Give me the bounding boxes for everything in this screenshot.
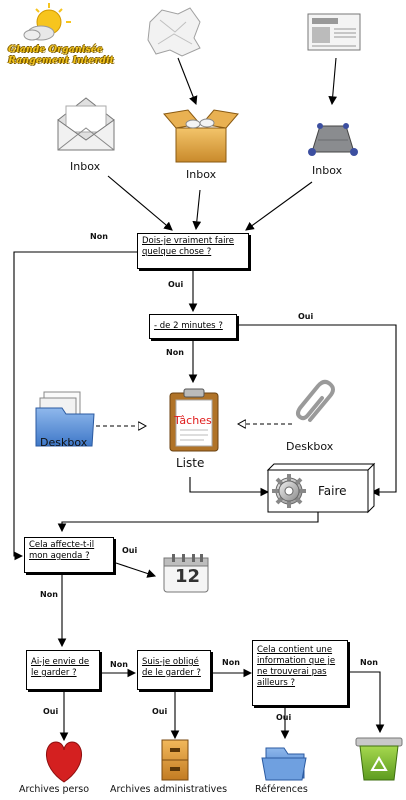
decision-keep: Ai-je envie de le garder ? [26, 650, 100, 690]
edge-label-oui: Oui [152, 707, 168, 716]
decision-agenda: Cela affecte-t-il mon agenda ? [24, 537, 114, 573]
logo-line1: Glande Organisée [8, 44, 103, 55]
dashed-arrows [96, 424, 292, 426]
calendar-icon [163, 554, 209, 593]
open-box-icon [163, 109, 239, 163]
document-folder-icon [35, 391, 95, 447]
deskbox-left-label: Deskbox [40, 436, 88, 449]
do-box-3d [266, 462, 376, 514]
arrow-list-to-do [189, 477, 270, 497]
edge-label-oui: Oui [43, 707, 59, 716]
arrows [13, 57, 397, 742]
arrow-info-non [349, 671, 385, 734]
inbox-tray-icon [308, 123, 358, 156]
paperclip-icon [296, 379, 335, 422]
archives-admin-label: Archives administratives [110, 784, 228, 795]
archives-perso-label: Archives perso [19, 784, 90, 795]
deskbox-right-label: Deskbox [286, 440, 334, 453]
arrow-paper-to-box [177, 57, 198, 106]
open-envelope-icon [57, 97, 115, 151]
inbox-label-1: Inbox [70, 160, 101, 173]
edge-label-non: Non [166, 348, 184, 357]
arrow-really-non [13, 251, 137, 561]
do-label: Faire [318, 484, 347, 498]
arrow-do-to-agenda [57, 512, 319, 533]
edge-label-non: Non [90, 232, 108, 241]
folder-icon [261, 747, 307, 781]
inbox-label-2: Inbox [186, 168, 217, 181]
edge-label-oui: Oui [122, 546, 138, 555]
arrow-news-to-tray [328, 57, 338, 106]
arrow-envelope-to-decision [107, 175, 173, 231]
calendar-day: 12 [175, 566, 201, 587]
list-title: Tâches [174, 414, 212, 427]
edge-label-oui: Oui [298, 312, 314, 321]
arrow-tray-to-decision [245, 181, 313, 231]
decision-info: Cela contient une information que je ne … [252, 640, 348, 706]
edge-label-non: Non [360, 658, 378, 667]
edge-label-non: Non [222, 658, 240, 667]
references-label: Références [255, 784, 308, 795]
sun-cloud-icon [23, 3, 71, 41]
edge-label-oui: Oui [168, 280, 184, 289]
heart-icon [45, 741, 83, 783]
decision-really-do: Dois-je vraiment faire quelque chose ? [137, 233, 249, 269]
logo-line2: Rangement Interdit [8, 55, 114, 66]
logo-text: Glande Organisée Rangement Interdit [8, 44, 114, 66]
gear-icon [272, 474, 306, 508]
arrow-box-to-decision [192, 189, 202, 231]
decision-two-minutes: - de 2 minutes ? [149, 314, 237, 339]
edge-label-non: Non [40, 590, 58, 599]
edge-label-oui: Oui [276, 713, 292, 722]
list-label: Liste [176, 456, 205, 470]
recycle-bin-icon [355, 737, 403, 781]
filing-cabinet-icon [161, 739, 189, 781]
arrow-two-oui [237, 324, 397, 497]
crumpled-paper-icon [147, 7, 201, 57]
arrow-agenda-oui [115, 562, 157, 578]
clipboard-list-icon [169, 388, 219, 452]
inbox-label-3: Inbox [312, 164, 343, 177]
decision-must-keep: Suis-je obligé de le garder ? [137, 650, 211, 690]
newspaper-icon [307, 13, 361, 51]
edge-label-non: Non [110, 660, 128, 669]
